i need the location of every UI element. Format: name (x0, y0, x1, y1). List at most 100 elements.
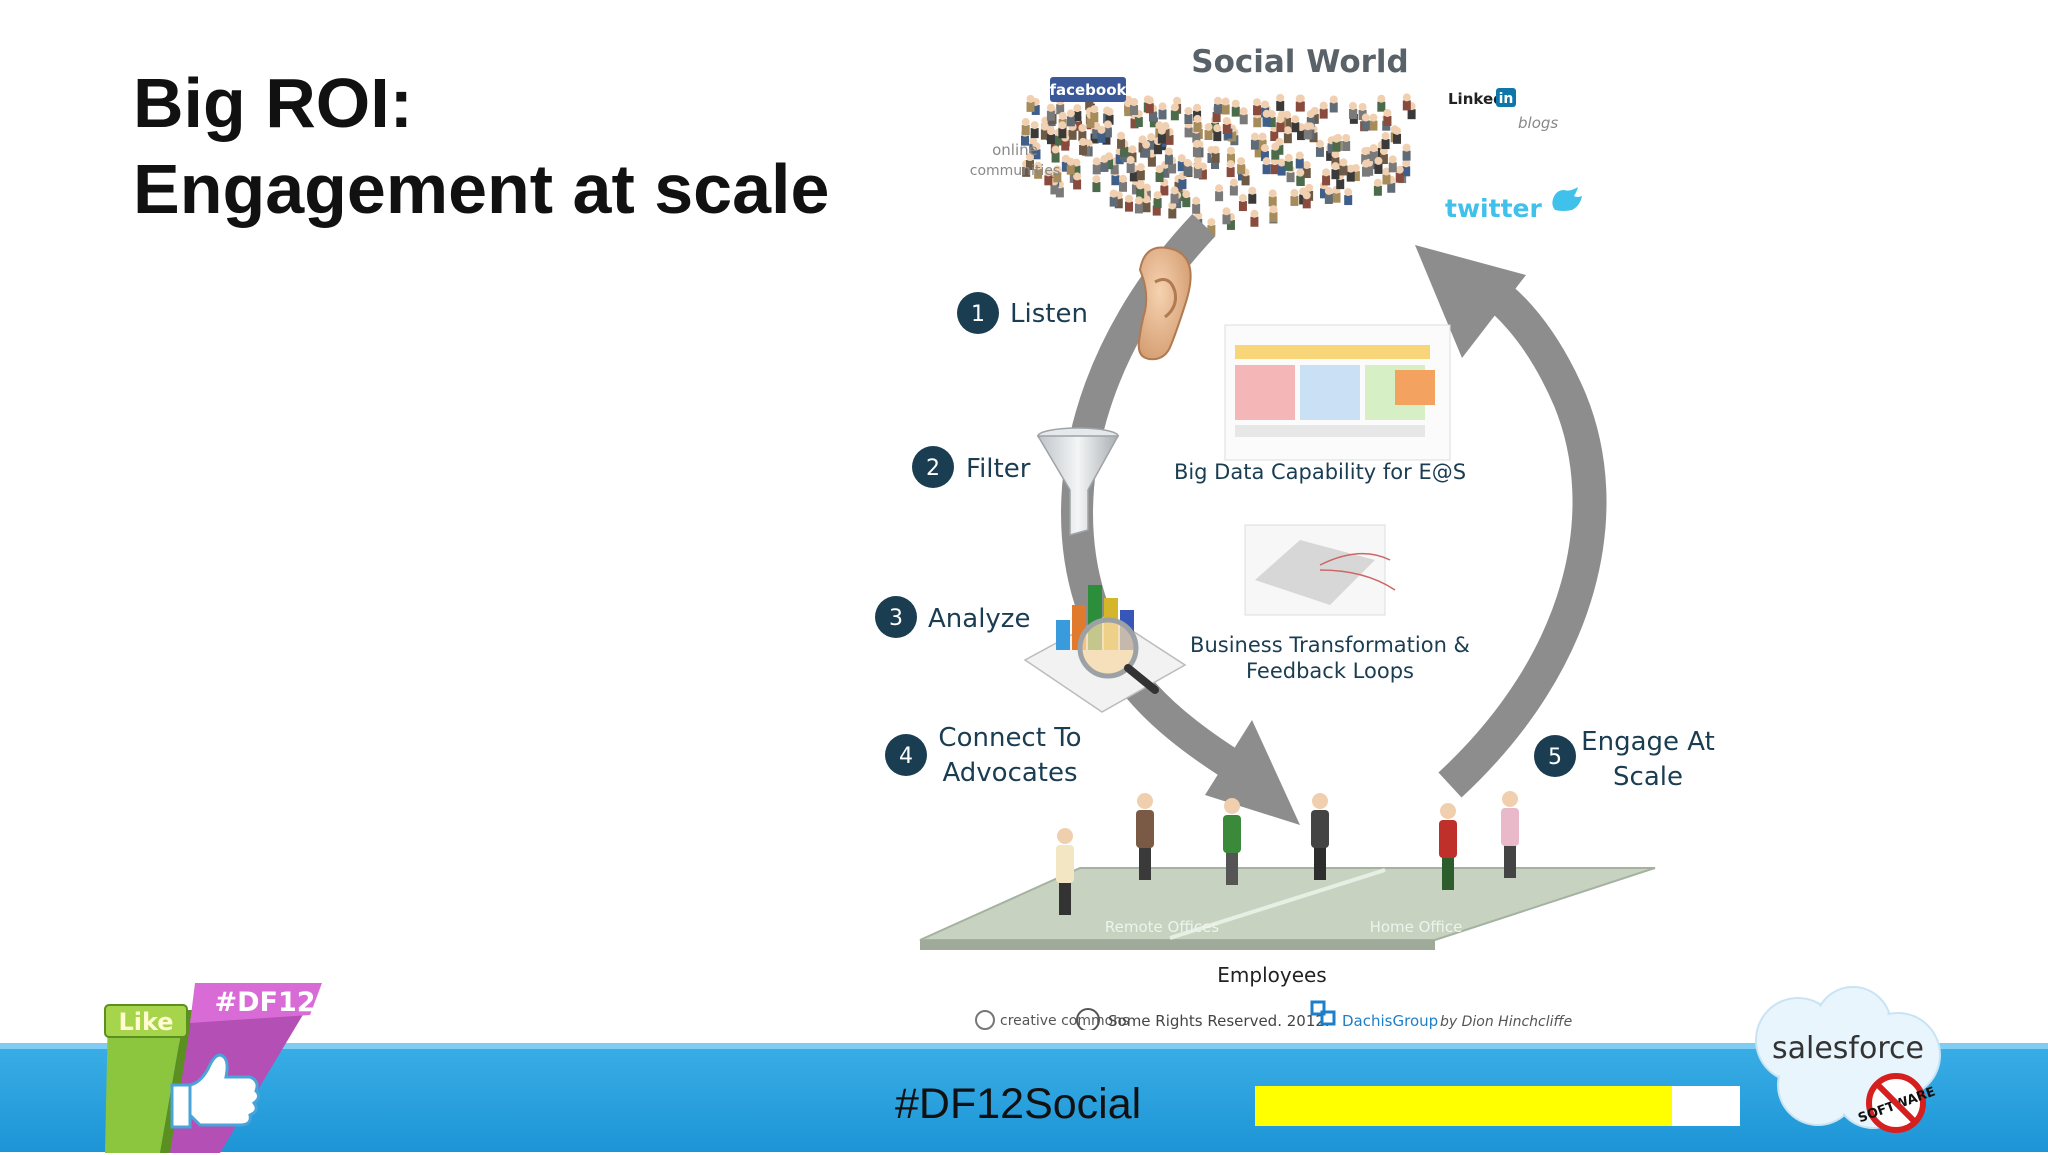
funnel-icon (1036, 427, 1120, 536)
progress-bar (1255, 1086, 1740, 1126)
crowd-person (1302, 191, 1311, 209)
step-5-label-line2: Scale (1613, 762, 1683, 792)
crowd-person (1277, 158, 1286, 176)
crowd-person (1229, 178, 1238, 196)
step-1-badge (957, 292, 999, 334)
crowd-person (1306, 110, 1315, 128)
cc-icon (975, 1010, 995, 1030)
crowd-person (1361, 147, 1370, 165)
crowd-person (1066, 109, 1075, 127)
crowd-person (1331, 162, 1340, 180)
crowd-person (1270, 157, 1279, 175)
employees-label: Employees (1217, 963, 1326, 987)
crowd-person (1170, 186, 1179, 204)
crowd-person (1284, 153, 1293, 171)
crowd-person (1157, 126, 1166, 144)
crowd-person (1047, 127, 1056, 145)
crowd-person (1092, 175, 1101, 193)
crowd-person (1276, 93, 1285, 111)
crowd-person (1021, 118, 1030, 136)
step-2-number: 2 (926, 456, 940, 481)
crowd-person (1215, 184, 1224, 202)
crowd-person (1193, 161, 1202, 179)
crowd-person (1329, 95, 1338, 113)
crowd-person (1145, 96, 1154, 114)
salesforce-logo: salesforce SOFTWARE (1755, 986, 1941, 1133)
step-4-badge (885, 734, 927, 776)
employee-figure (1056, 828, 1074, 915)
rights-label: Some Rights Reserved. 2012. (1108, 1012, 1330, 1030)
crowd-person (1213, 124, 1222, 142)
crowd-person (1046, 103, 1055, 121)
crowd-person (1126, 156, 1135, 174)
crowd-person (1332, 134, 1341, 152)
crowd-person (1040, 122, 1049, 140)
step-4-label-line1: Connect To (938, 723, 1081, 753)
blogs-label: blogs (1518, 114, 1558, 132)
crowd-person (1393, 126, 1402, 144)
slide-title: Big ROI: Engagement at scale (133, 60, 829, 232)
transformation-label-line2: Feedback Loops (1246, 659, 1414, 683)
author-label: by Dion Hinchcliffe (1440, 1014, 1572, 1030)
crowd-person (1066, 157, 1075, 175)
crowd-person (1221, 97, 1230, 115)
crowd-person (1142, 140, 1151, 158)
step-1-number: 1 (971, 302, 985, 327)
crowd-person (1026, 94, 1035, 112)
step-3-label: Analyze (928, 604, 1030, 634)
crowd-person (1362, 159, 1371, 177)
facebook-label: facebook (1049, 81, 1127, 99)
crowd-person (1222, 207, 1231, 225)
crowd-person (1315, 139, 1324, 157)
step-4-label-line2: Advocates (942, 758, 1077, 788)
step-1-label: Listen (1010, 299, 1088, 329)
step-5-number: 5 (1548, 745, 1562, 770)
linkedin-in-label: in (1499, 91, 1514, 107)
crowd-person (1239, 107, 1248, 125)
crowd-person (1177, 154, 1186, 172)
crowd-person (1030, 121, 1039, 139)
crowd-person (1268, 189, 1277, 207)
crowd-person (1226, 160, 1235, 178)
crowd-person (1100, 154, 1109, 172)
hashtag-label: #DF12Social (895, 1080, 1142, 1128)
step-3-number: 3 (889, 606, 903, 631)
crowd-person (1296, 168, 1305, 186)
crowd-person (1319, 101, 1328, 119)
crowd-person (1142, 195, 1151, 213)
facebook-logo (1050, 77, 1126, 102)
crowd-person (1051, 145, 1060, 163)
crowd-person (1269, 205, 1278, 223)
progress-bar-fill (1255, 1086, 1673, 1126)
crowd-person (1250, 209, 1259, 227)
big-data-label: Big Data Capability for E@S (1174, 460, 1466, 484)
crowd-person (1276, 115, 1285, 133)
crowd-person (1092, 157, 1101, 175)
crowd-person (1032, 142, 1041, 160)
home-office-label: Home Office (1370, 918, 1463, 936)
crowd-person (1058, 121, 1067, 139)
crowd-person (1373, 178, 1382, 196)
crowd-person (1290, 188, 1299, 206)
step-4-number: 4 (899, 744, 913, 769)
crowd-person (1348, 101, 1357, 119)
crowd-person (1374, 156, 1383, 174)
crowd-person (1044, 168, 1053, 186)
crowd-illustration (1021, 93, 1416, 236)
dachis-label: DachisGroup (1342, 1012, 1438, 1030)
salesforce-label: salesforce (1772, 1031, 1924, 1066)
crowd-person (1250, 132, 1259, 150)
crowd-person (1291, 115, 1300, 133)
title-line-1: Big ROI: (133, 64, 413, 142)
crowd-person (1369, 144, 1378, 162)
crowd-person (1153, 191, 1162, 209)
crowd-person (1339, 158, 1348, 176)
crowd-person (1303, 122, 1312, 140)
crowd-person (1119, 174, 1128, 192)
platform-edge (920, 940, 1435, 950)
engage-to-social-arrow (1438, 262, 1607, 798)
crowd-person (1258, 132, 1267, 150)
office-platform (919, 867, 1656, 941)
crowd-person (1262, 109, 1271, 127)
crowd-person (1053, 165, 1062, 183)
